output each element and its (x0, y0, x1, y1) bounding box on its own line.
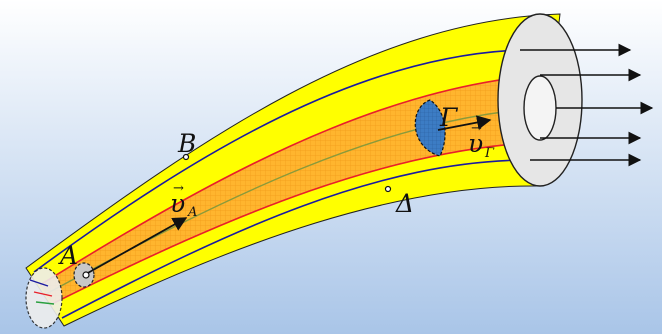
velocity-vector-gamma (437, 115, 492, 131)
label-velocity-a-symbol: υ (170, 189, 185, 218)
inner-flow-tube (40, 75, 540, 304)
streamline-inner-bottom (51, 141, 541, 305)
inlet-red-line (33, 291, 53, 297)
streamline-outer-top (33, 49, 521, 273)
point-b-marker (182, 153, 190, 161)
label-velocity-gamma-arrow: → (471, 121, 482, 136)
inlet-green-line (35, 301, 55, 305)
label-velocity-a-subscript: A (187, 205, 197, 220)
point-a-marker (82, 271, 90, 279)
velocity-vector-a (85, 217, 188, 275)
label-b: B (177, 129, 196, 158)
label-delta: Δ (395, 189, 414, 218)
streamline-outer-bottom (61, 159, 531, 319)
label-gamma: Γ (439, 103, 459, 132)
label-velocity-a-arrow: → (173, 181, 184, 196)
streamline-inner-top (39, 74, 541, 286)
inlet-end-face (25, 267, 63, 329)
cross-section-gamma (414, 99, 446, 157)
outlet-inner-face (523, 75, 557, 141)
inlet-blue-line (29, 279, 49, 287)
label-a: A (58, 241, 78, 270)
point-delta-marker (384, 185, 392, 193)
label-velocity-gamma-symbol: υ (468, 129, 483, 158)
label-velocity-gamma-subscript: Γ (484, 146, 495, 161)
